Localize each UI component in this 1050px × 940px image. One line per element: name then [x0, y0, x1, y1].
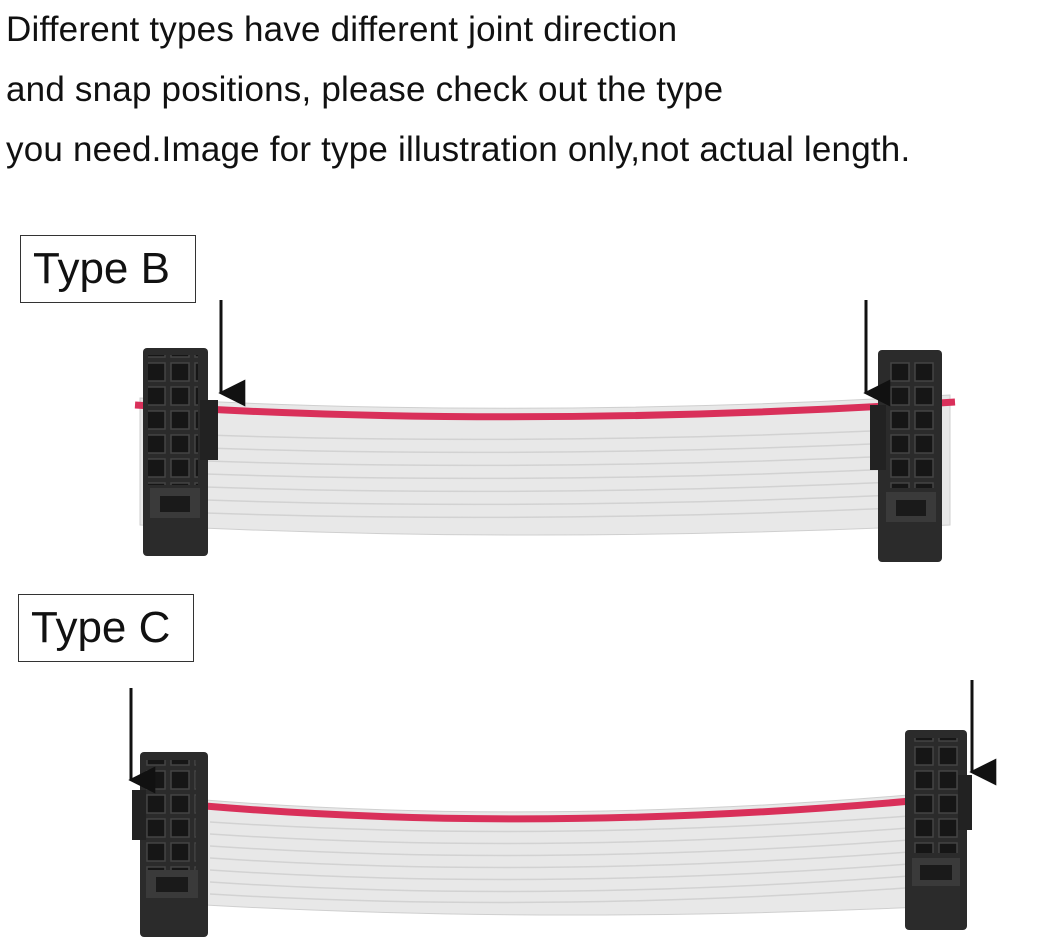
type-b-left-connector — [143, 348, 218, 556]
type-c-red-wire — [204, 792, 966, 823]
type-b-cable — [134, 300, 956, 562]
type-b-right-connector — [870, 350, 942, 562]
type-b-red-wire — [134, 398, 956, 421]
type-c-ribbon — [204, 789, 966, 916]
type-c-label: Type C — [18, 594, 194, 662]
intro-line-1: Different types have different joint dir… — [6, 10, 678, 49]
intro-line-3: you need.Image for type illustration onl… — [6, 130, 911, 169]
intro-text: Different types have different joint dir… — [6, 0, 1046, 180]
type-c-left-connector — [132, 752, 208, 937]
type-c-cable — [128, 680, 997, 937]
intro-line-2: and snap positions, please check out the… — [6, 70, 724, 109]
type-b-ribbon — [134, 394, 956, 536]
type-b-label: Type B — [20, 235, 196, 303]
type-c-right-connector — [905, 730, 972, 930]
